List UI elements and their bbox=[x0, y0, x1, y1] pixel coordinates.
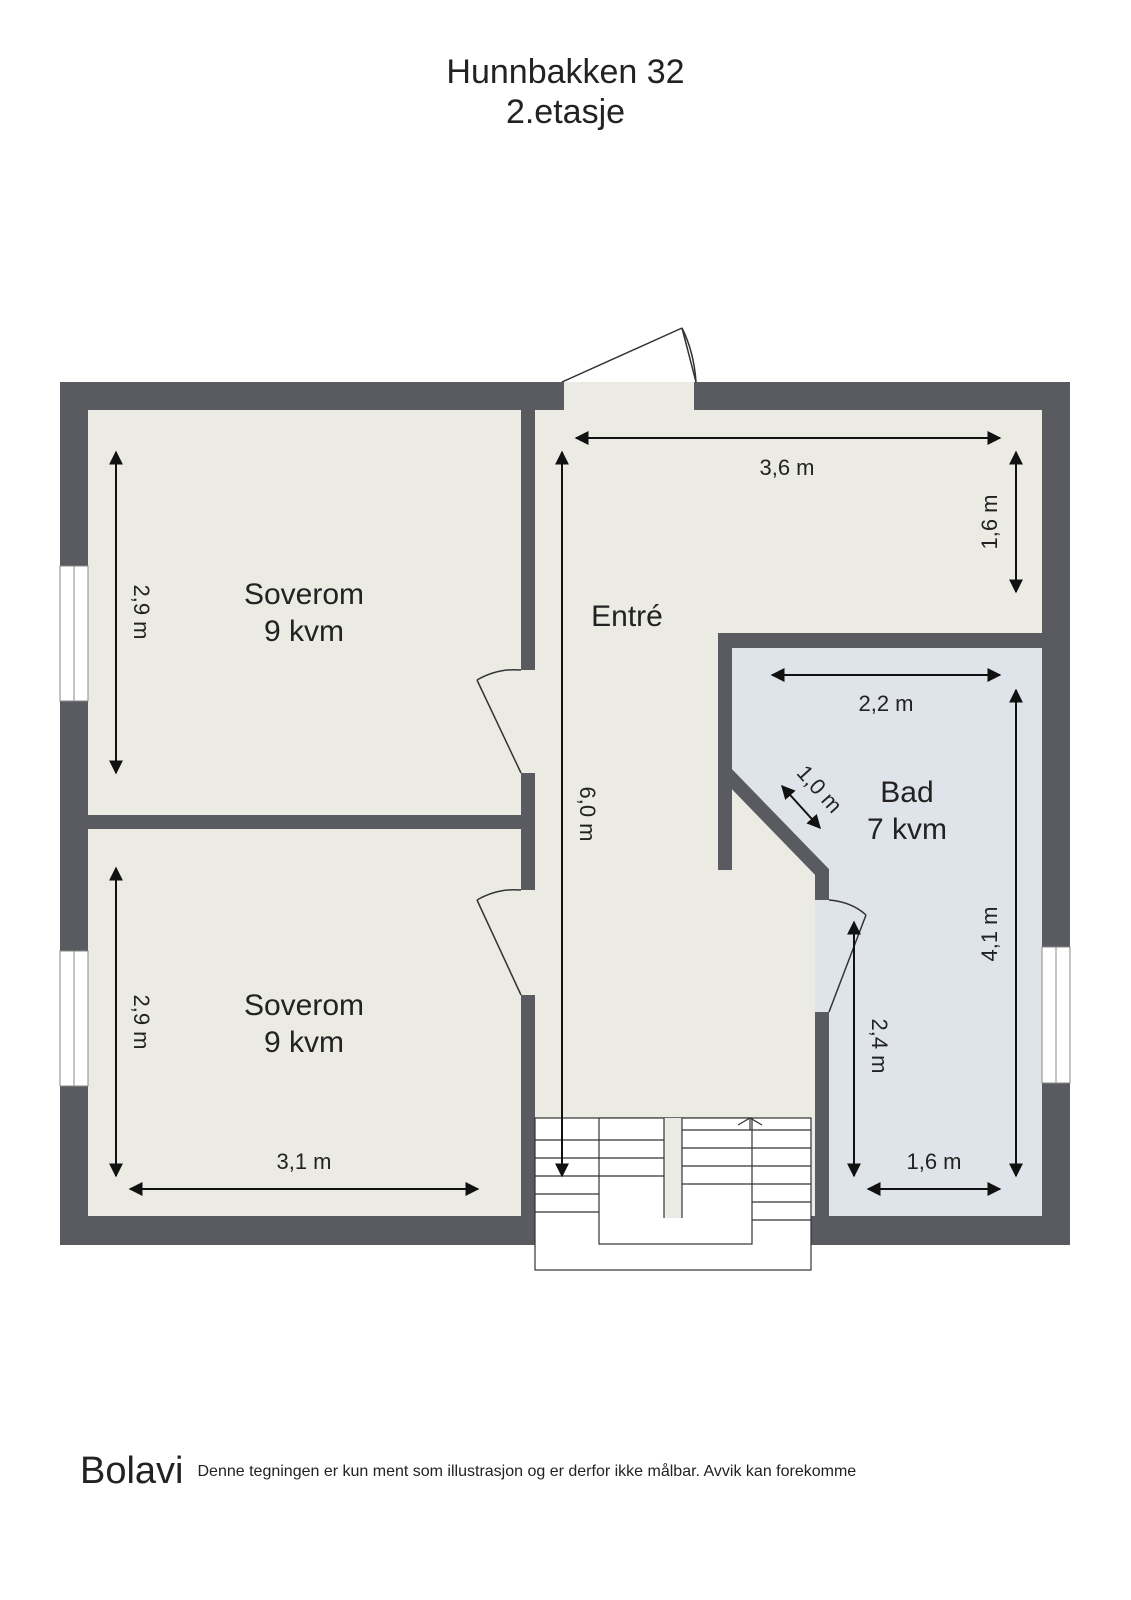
dim-bad-lower-height: 2,4 m bbox=[867, 1018, 892, 1073]
floor-soverom-1 bbox=[88, 410, 521, 815]
room-area-soverom-2: 9 kvm bbox=[264, 1026, 344, 1059]
room-name-entre: Entré bbox=[591, 600, 663, 633]
disclaimer-text: Denne tegningen er kun ment som illustra… bbox=[197, 1462, 857, 1480]
wall-bad bbox=[718, 633, 1042, 870]
address-title: Hunnbakken 32 bbox=[446, 53, 685, 91]
room-name-soverom-2: Soverom bbox=[244, 989, 364, 1022]
floor-entre bbox=[535, 410, 1042, 1216]
window-bad bbox=[1041, 946, 1071, 1084]
dim-bad-bottom-width: 1,6 m bbox=[906, 1149, 961, 1174]
room-name-bad: Bad bbox=[880, 776, 933, 809]
bad-door-gap bbox=[815, 900, 829, 1012]
room-area-soverom-1: 9 kvm bbox=[264, 615, 344, 648]
dim-bad-height: 4,1 m bbox=[977, 906, 1002, 961]
room-name-soverom-1: Soverom bbox=[244, 578, 364, 611]
footer: Bolavi Denne tegningen er kun ment som i… bbox=[80, 1450, 856, 1493]
dimension-arrows bbox=[109, 431, 1023, 1196]
floor-title: 2.etasje bbox=[505, 93, 626, 131]
door-gap-soverom-1 bbox=[521, 670, 535, 773]
door-gap-soverom-2 bbox=[521, 890, 535, 995]
wall-bedrooms-entre bbox=[521, 410, 535, 1216]
wall-between-bedrooms bbox=[88, 815, 535, 829]
window-soverom-2 bbox=[59, 950, 89, 1087]
dim-soverom-2-width: 3,1 m bbox=[276, 1149, 331, 1174]
dim-entre-width: 3,6 m bbox=[759, 455, 814, 480]
dim-soverom-2-height: 2,9 m bbox=[129, 994, 154, 1049]
bolavi-logo: Bolavi bbox=[80, 1450, 184, 1492]
entrance-gap bbox=[562, 382, 696, 410]
entrance-door bbox=[561, 327, 697, 383]
staircase bbox=[534, 1117, 812, 1271]
dim-entre-length: 6,0 m bbox=[575, 786, 600, 841]
door-soverom-1 bbox=[476, 668, 522, 774]
window-soverom-1 bbox=[59, 565, 89, 702]
wall-bad-diag bbox=[719, 767, 829, 900]
plan-title: Hunnbakken 32 2.etasje bbox=[0, 52, 1131, 132]
room-area-bad: 7 kvm bbox=[867, 813, 947, 846]
dim-bad-top-width: 2,2 m bbox=[858, 691, 913, 716]
floor-soverom-2 bbox=[88, 829, 521, 1216]
door-soverom-2 bbox=[476, 888, 522, 996]
dim-entre-depth: 1,6 m bbox=[977, 494, 1002, 549]
dim-soverom-1-height: 2,9 m bbox=[129, 584, 154, 639]
